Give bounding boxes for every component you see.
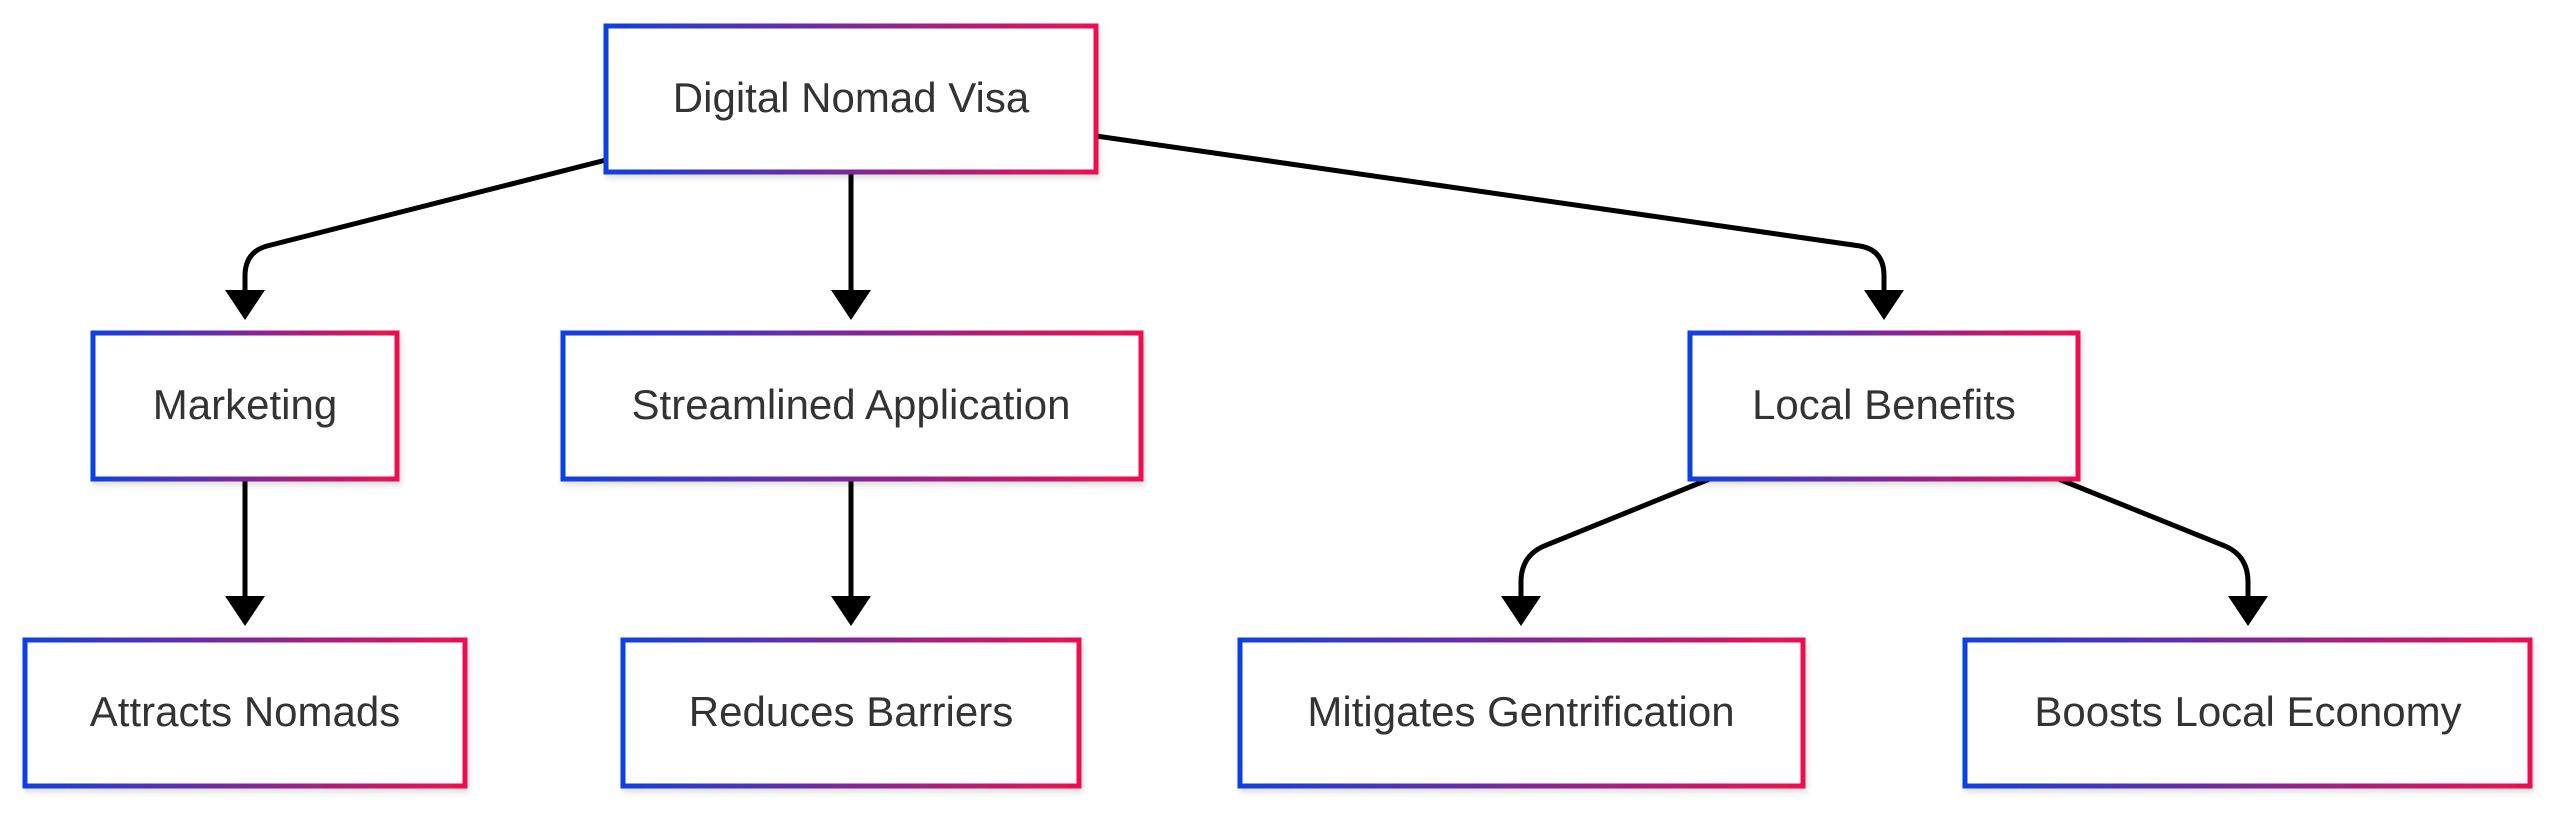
node-label-attracts-nomads: Attracts Nomads [90,688,400,735]
node-label-reduces-barriers: Reduces Barriers [689,688,1013,735]
edge-visa-to-local-benefits [1095,133,1887,294]
arrowhead-mitigates [1501,596,1541,626]
node-label-digital-nomad-visa: Digital Nomad Visa [673,74,1030,121]
node-local-benefits[interactable]: Local Benefits [1687,330,2081,482]
node-marketing[interactable]: Marketing [90,330,400,482]
node-digital-nomad-visa[interactable]: Digital Nomad Visa [603,23,1099,175]
arrowhead-attracts [225,596,265,626]
node-attracts-nomads[interactable]: Attracts Nomads [22,637,468,789]
node-label-mitigates-gentrification: Mitigates Gentrification [1307,688,1734,735]
node-label-streamlined-application: Streamlined Application [632,381,1071,428]
arrowhead-local-benefits [1864,290,1904,320]
node-label-local-benefits: Local Benefits [1752,381,2016,428]
arrowhead-boosts [2228,596,2268,626]
arrowhead-marketing [225,290,265,320]
node-label-marketing: Marketing [153,381,337,428]
edge-local-to-mitigates [1518,475,1713,600]
node-label-boosts-local-economy: Boosts Local Economy [2034,688,2461,735]
edge-layer [225,133,2268,626]
edge-visa-to-marketing [242,157,607,294]
node-layer: Digital Nomad Visa Marketing Streamlined… [22,23,2533,789]
node-reduces-barriers[interactable]: Reduces Barriers [620,637,1082,789]
node-streamlined-application[interactable]: Streamlined Application [560,330,1144,482]
node-boosts-local-economy[interactable]: Boosts Local Economy [1962,637,2533,789]
edge-local-to-boosts [2055,475,2251,600]
arrowhead-reduces [831,596,871,626]
arrowhead-streamlined [831,290,871,320]
node-mitigates-gentrification[interactable]: Mitigates Gentrification [1237,637,1806,789]
